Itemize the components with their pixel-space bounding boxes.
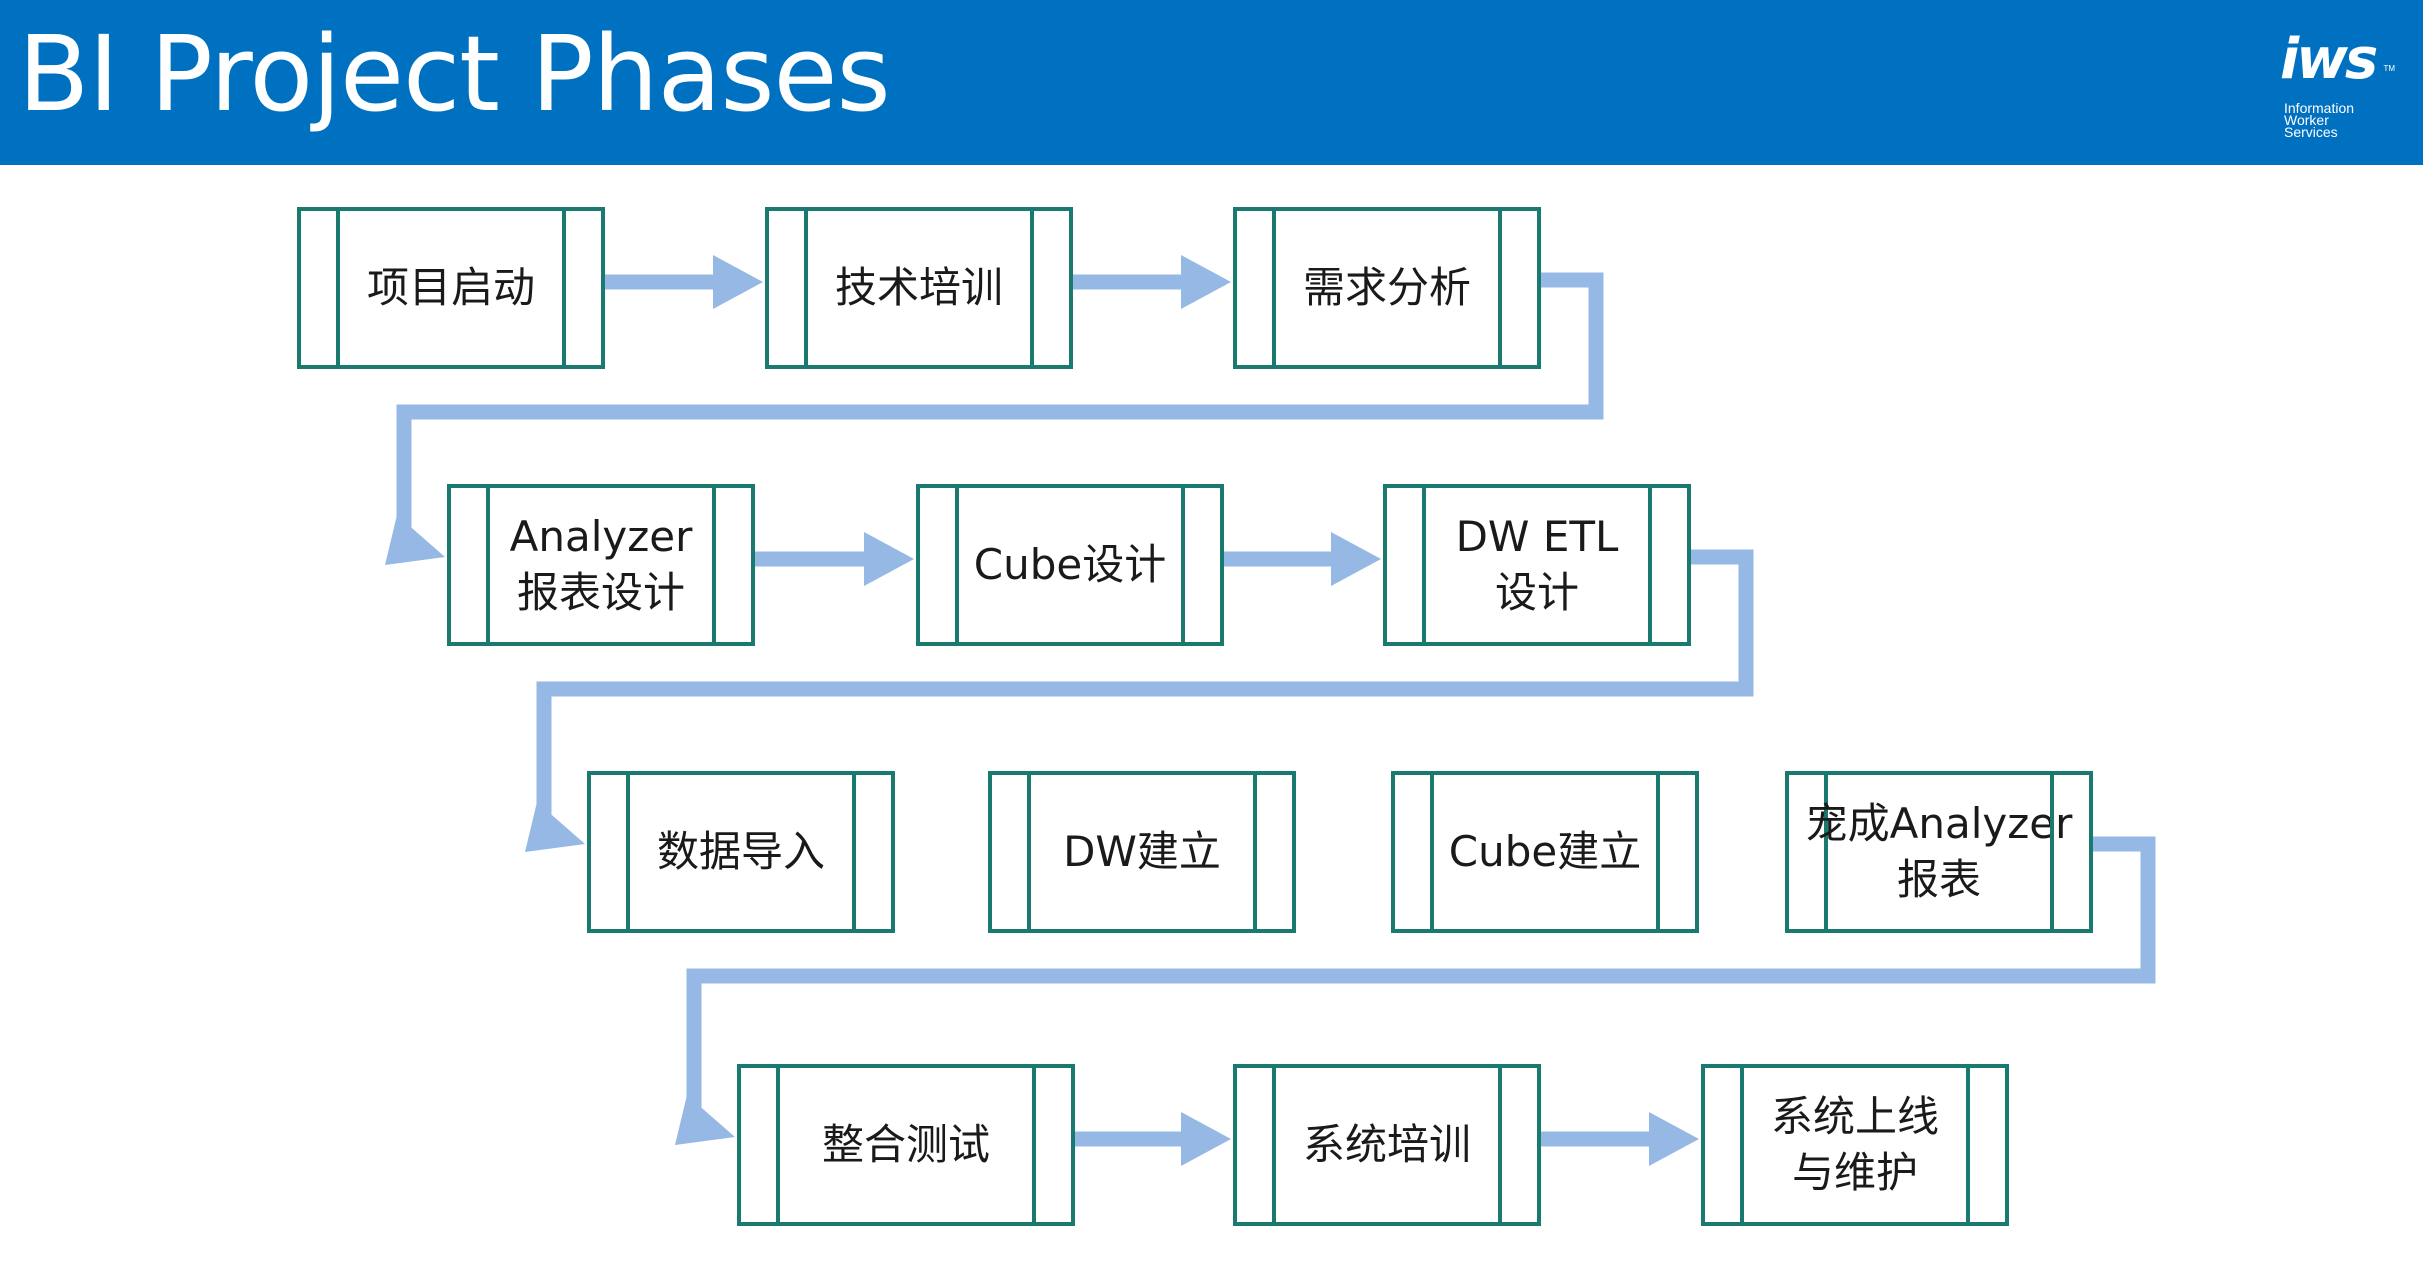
connector-analyzer-report-complete-to-integration-test-head <box>675 1095 735 1145</box>
connector-integration-test-to-system-training-head <box>1181 1112 1231 1166</box>
phase-box-requirements: 需求分析 <box>1233 207 1541 369</box>
phase-label-cube-design: Cube设计 <box>973 540 1167 589</box>
phase-box-cube-design: Cube设计 <box>916 484 1224 646</box>
phase-label-requirements: 需求分析 <box>1302 263 1471 312</box>
logo-tagline: Information Worker Services <box>2284 100 2396 140</box>
phase-label-analyzer-report-design: Analyzer 报表设计 <box>509 512 693 617</box>
phase-label-system-training: 系统培训 <box>1302 1120 1471 1169</box>
phase-box-analyzer-report-design: Analyzer 报表设计 <box>447 484 755 646</box>
title-bar: BI Project Phases iws TM Information Wor… <box>0 0 2423 165</box>
phase-label-integration-test: 整合测试 <box>821 1120 990 1169</box>
logo-line-worker: Worker <box>2284 112 2329 128</box>
connector-system-training-to-go-live-head <box>1649 1112 1699 1166</box>
phase-label-analyzer-report-complete: 宠成Analyzer 报表 <box>1805 799 2073 904</box>
logo-line-services: Services <box>2284 124 2338 140</box>
phase-box-analyzer-report-complete: 宠成Analyzer 报表 <box>1785 771 2093 933</box>
iws-logo: iws TM Information Worker Services <box>2280 28 2395 146</box>
connector-requirements-to-analyzer-report-design-line <box>396 272 1604 535</box>
phase-box-integration-test: 整合测试 <box>737 1064 1075 1226</box>
connector-tech-training-to-requirements-head <box>1181 255 1231 309</box>
phase-box-system-training: 系统培训 <box>1233 1064 1541 1226</box>
trademark-mark: TM <box>2383 64 2395 73</box>
phase-box-kickoff: 项目启动 <box>297 207 605 369</box>
phase-box-go-live: 系统上线 与维护 <box>1701 1064 2009 1226</box>
logo-mark: iws <box>2280 27 2378 92</box>
phase-label-go-live: 系统上线 与维护 <box>1770 1092 1939 1197</box>
connector-cube-design-to-dw-etl-design-head <box>1331 532 1381 586</box>
phase-label-data-import: 数据导入 <box>656 827 825 876</box>
connector-dw-etl-design-to-data-import-line <box>536 549 1754 822</box>
phase-label-dw-etl-design: DW ETL 设计 <box>1455 512 1619 617</box>
connector-analyzer-report-complete-to-integration-test-line <box>686 836 2156 1115</box>
phase-box-dw-etl-design: DW ETL 设计 <box>1383 484 1691 646</box>
phase-label-cube-build: Cube建立 <box>1448 827 1642 876</box>
phase-box-dw-build: DW建立 <box>988 771 1296 933</box>
logo-line-information: Information <box>2284 100 2355 116</box>
slide-title: BI Project Phases <box>18 13 891 135</box>
phase-label-kickoff: 项目启动 <box>366 263 535 312</box>
connector-kickoff-to-tech-training-head <box>713 255 763 309</box>
connector-requirements-to-analyzer-report-design-head <box>385 515 445 565</box>
connector-analyzer-report-design-to-cube-design-head <box>864 532 914 586</box>
phase-label-dw-build: DW建立 <box>1063 827 1221 876</box>
connector-dw-etl-design-to-data-import-head <box>525 802 585 852</box>
phase-label-tech-training: 技术培训 <box>834 263 1003 312</box>
phase-box-tech-training: 技术培训 <box>765 207 1073 369</box>
phase-box-cube-build: Cube建立 <box>1391 771 1699 933</box>
phase-box-data-import: 数据导入 <box>587 771 895 933</box>
